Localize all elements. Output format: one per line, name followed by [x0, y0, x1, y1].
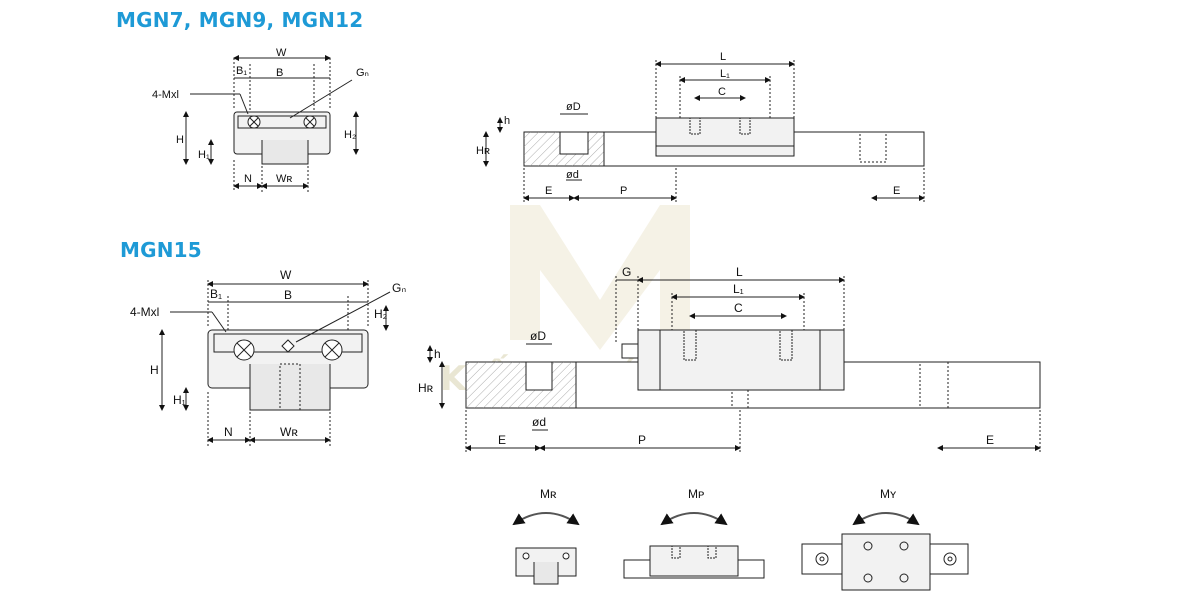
dim-label-b1: B₁: [236, 65, 247, 77]
dim-label-h2: H₂: [374, 307, 388, 321]
dim-label-h: H: [176, 134, 184, 146]
dim-label-gn: Gₙ: [356, 67, 369, 79]
dim-label-l: L: [736, 265, 743, 279]
dim-label-g: G: [622, 265, 631, 279]
heading-small-series: MGN7, MGN9, MGN12: [116, 8, 364, 32]
dim-label-bore-d: øD: [530, 329, 546, 343]
dim-label-wr: Wʀ: [280, 425, 298, 439]
dim-label-h-depth: h: [504, 115, 510, 127]
moment-mp-diagram: [623, 512, 765, 579]
side-view-small: [483, 60, 925, 204]
side-view-small-labels: L L₁ C øD h Hʀ ød E P E: [476, 51, 900, 197]
side-view-large-labels: G L L₁ C øD h Hʀ ød E P E: [418, 265, 994, 447]
moment-labels: Mʀ Mᴘ Mʏ: [540, 487, 897, 501]
dim-label-p: P: [620, 185, 627, 197]
dim-label-b1: B₁: [210, 287, 222, 301]
dim-label-h2: H₂: [344, 129, 356, 141]
dim-label-hole-d: ød: [566, 169, 579, 181]
dim-label-n: N: [224, 425, 233, 439]
dim-label-l1: L₁: [720, 68, 730, 80]
dim-label-h1: H₁: [198, 149, 210, 161]
dim-label-hr: Hʀ: [476, 145, 490, 157]
dim-label-p: P: [638, 433, 646, 447]
dim-label-gn: Gₙ: [392, 281, 406, 295]
cross-section-small: [183, 55, 359, 192]
cross-section-large: [159, 280, 391, 446]
side-view-large: [427, 276, 1041, 454]
dim-label-w: W: [280, 268, 292, 282]
dim-label-bore-d: øD: [566, 101, 581, 113]
dim-label-e-right: E: [893, 185, 900, 197]
dim-label-b: B: [284, 288, 292, 302]
dim-label-hr: Hʀ: [418, 381, 434, 395]
dim-label-wr: Wʀ: [276, 173, 292, 185]
dim-label-e-right: E: [986, 433, 994, 447]
moment-my-diagram: [801, 512, 969, 591]
dim-label-mount: 4-Mxl: [152, 89, 179, 101]
watermark-logo: [510, 205, 690, 350]
moment-label-mp: Mᴘ: [688, 487, 704, 501]
dim-label-hole-d: ød: [532, 415, 546, 429]
cross-section-large-labels: W B₁ B Gₙ 4-Mxl H H₁ H₂ N Wʀ: [130, 268, 406, 439]
moment-label-mr: Mʀ: [540, 487, 557, 501]
dim-label-h: H: [150, 363, 159, 377]
dim-label-l: L: [720, 51, 726, 63]
dim-label-b: B: [276, 67, 283, 79]
moment-label-my: Mʏ: [880, 487, 897, 501]
dim-label-e-left: E: [498, 433, 506, 447]
dim-label-mount: 4-Mxl: [130, 305, 159, 319]
dim-label-c: C: [718, 86, 726, 98]
dim-label-n: N: [244, 173, 252, 185]
dim-label-w: W: [276, 47, 287, 59]
dim-label-e-left: E: [545, 185, 552, 197]
dim-label-h-depth: h: [434, 347, 441, 361]
dim-label-h1: H₁: [173, 393, 186, 407]
dim-label-l1: L₁: [733, 282, 744, 296]
heading-large-series: MGN15: [120, 238, 202, 262]
dim-label-c: C: [734, 301, 743, 315]
cross-section-small-labels: W B₁ B Gₙ 4-Mxl H H₁ H₂ N Wʀ: [152, 47, 369, 185]
moment-mr-diagram: [512, 512, 580, 585]
